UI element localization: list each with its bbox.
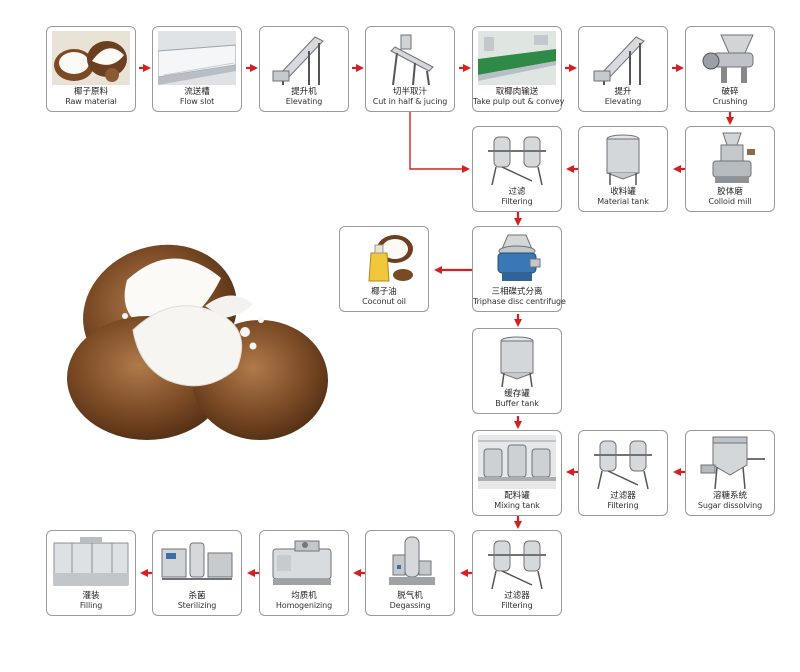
step-elevating: 提升机 Elevating <box>259 26 349 112</box>
step-label-en: Raw material <box>65 97 117 106</box>
step-label-cn: 配料罐 <box>504 491 530 501</box>
step-label-en: Material tank <box>597 197 649 206</box>
step-label-cn: 取椰肉输送 <box>495 87 539 97</box>
step-label-en: Crushing <box>712 97 748 106</box>
flow-slot-image <box>158 31 236 85</box>
step-label-en: Elevating <box>285 97 323 106</box>
step-label-cn: 椰子原料 <box>73 87 108 97</box>
step-label-cn: 提升机 <box>291 87 317 97</box>
step-sterilizing: 杀菌 Sterilizing <box>152 530 242 616</box>
step-label-en: Flow slot <box>179 97 215 106</box>
step-filtering-3: 过滤器 Filtering <box>472 530 562 616</box>
step-label-cn: 三相碟式分离 <box>491 287 543 297</box>
step-label-en: Elevating <box>604 97 642 106</box>
step-flow-slot: 流送槽 Flow slot <box>152 26 242 112</box>
coconut-milk-hero-image <box>55 220 330 450</box>
step-label-cn: 溶糖系统 <box>712 491 747 501</box>
arrow-juice-to-filter <box>409 112 470 173</box>
step-filtering-1: 过滤 Filtering <box>472 126 562 212</box>
step-label-cn: 椰子油 <box>371 287 397 297</box>
degasser-image <box>371 535 449 589</box>
step-label-en: Filling <box>79 601 103 610</box>
disc-centrifuge-image <box>478 231 556 285</box>
step-label-en: Filtering <box>607 501 639 510</box>
step-sugar-dissolving: 溶糖系统 Sugar dissolving <box>685 430 775 516</box>
step-raw-material: 椰子原料 Raw material <box>46 26 136 112</box>
elevator-conveyor-image <box>584 31 662 85</box>
steel-tank-image <box>584 131 662 185</box>
step-label-en: Homogenizing <box>275 601 333 610</box>
step-label-cn: 过滤器 <box>504 591 530 601</box>
step-label-cn: 切半取汁 <box>392 87 427 97</box>
step-label-en: Sterilizing <box>177 601 217 610</box>
mixing-tanks-image <box>478 435 556 489</box>
step-label-en: Colloid mill <box>708 197 752 206</box>
step-material-tank: 收料罐 Material tank <box>578 126 668 212</box>
step-elevating-2: 提升 Elevating <box>578 26 668 112</box>
step-label-en: Coconut oil <box>362 297 406 306</box>
step-centrifuge: 三相碟式分离 Triphase disc centrifuge <box>472 226 566 312</box>
step-homogenizing: 均质机 Homogenizing <box>259 530 349 616</box>
step-label-cn: 杀菌 <box>188 591 206 601</box>
coconut-pieces-image <box>52 31 130 85</box>
step-label-en: Sugar dissolving <box>697 501 763 510</box>
step-take-pulp: 取椰肉输送 Take pulp out & convey <box>472 26 565 112</box>
step-label-en: Degassing <box>389 601 431 610</box>
step-label-cn: 破碎 <box>721 87 739 97</box>
step-filling: 灌装 Filling <box>46 530 136 616</box>
step-label-en: Take pulp out & convey <box>473 97 565 106</box>
duplex-filter-image <box>478 535 556 589</box>
step-buffer-tank: 缓存罐 Buffer tank <box>472 328 562 414</box>
step-label-cn: 均质机 <box>291 591 317 601</box>
duplex-filter-image <box>584 435 662 489</box>
homogenizer-image <box>265 535 343 589</box>
step-label-cn: 流送槽 <box>184 87 210 97</box>
step-filtering-2: 过滤器 Filtering <box>578 430 668 516</box>
sugar-tank-image <box>691 435 769 489</box>
step-crushing: 破碎 Crushing <box>685 26 775 112</box>
step-label-cn: 收料罐 <box>610 187 636 197</box>
step-label-cn: 过滤器 <box>610 491 636 501</box>
coconut-oil-image <box>345 231 423 285</box>
step-label-cn: 胶体磨 <box>717 187 743 197</box>
pulp-conveyor-image <box>478 31 556 85</box>
step-colloid-mill: 胶体磨 Colloid mill <box>685 126 775 212</box>
step-label-cn: 灌装 <box>82 591 100 601</box>
step-label-en: Buffer tank <box>495 399 539 408</box>
step-label-cn: 提升 <box>614 87 632 97</box>
elevator-conveyor-image <box>265 31 343 85</box>
step-label-en: Filtering <box>501 601 533 610</box>
steel-tank-image <box>478 333 556 387</box>
duplex-filter-image <box>478 131 556 185</box>
step-label-cn: 脱气机 <box>397 591 423 601</box>
step-label-cn: 过滤 <box>508 187 526 197</box>
step-degassing: 脱气机 Degassing <box>365 530 455 616</box>
sterilizer-image <box>158 535 236 589</box>
colloid-mill-image <box>691 131 769 185</box>
step-label-en: Cut in half & jucing <box>372 97 448 106</box>
step-coconut-oil: 椰子油 Coconut oil <box>339 226 429 312</box>
crusher-image <box>691 31 769 85</box>
cutting-machine-image <box>371 31 449 85</box>
step-label-en: Filtering <box>501 197 533 206</box>
step-cut-juicing: 切半取汁 Cut in half & jucing <box>365 26 455 112</box>
filling-machine-image <box>52 535 130 589</box>
step-mixing-tank: 配料罐 Mixing tank <box>472 430 562 516</box>
step-label-cn: 缓存罐 <box>504 389 530 399</box>
step-label-en: Mixing tank <box>494 501 540 510</box>
step-label-en: Triphase disc centrifuge <box>473 297 566 306</box>
